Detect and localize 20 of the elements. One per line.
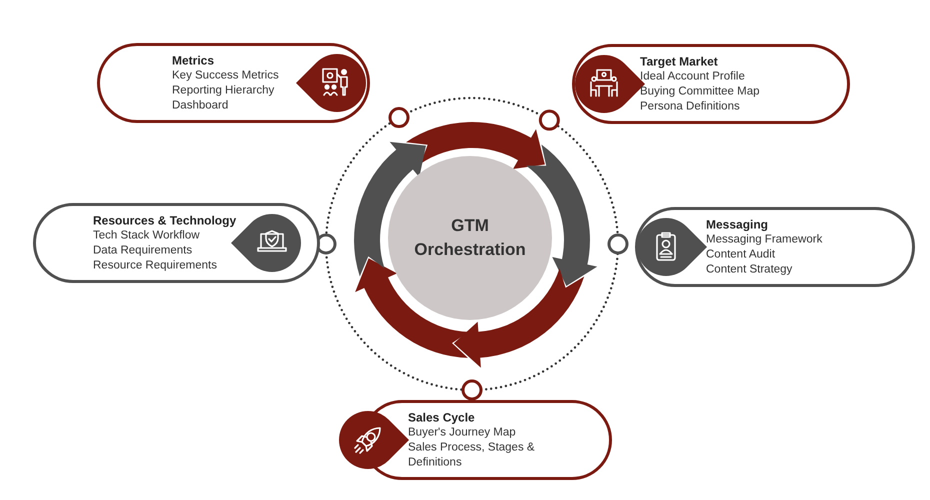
topic-heading: Target Market [640,54,719,70]
hub-title: GTM Orchestration [413,215,527,261]
topic-heading: Messaging [706,216,770,232]
topic-heading: Sales Cycle [408,410,476,426]
topic-item: Sales Process, Stages & Definitions [408,440,536,470]
topic-item: Dashboard [172,98,230,114]
topic-item: Resource Requirements [93,258,218,274]
topic-heading: Metrics [172,52,216,68]
topic-item: Data Requirements [93,244,194,258]
topic-item: Persona Definitions [640,100,741,114]
topic-item: Reporting Hierarchy [172,84,276,98]
topic-heading: Resources & Technology [93,212,238,228]
topic-item: Buying Committee Map [640,84,761,100]
topic-item: Ideal Account Profile [640,70,746,84]
topic-item: Key Success Metrics [172,68,280,84]
topic-item: Content Strategy [706,262,794,278]
topic-item: Buyer's Journey Map [408,426,517,440]
topic-item: Messaging Framework [706,232,824,248]
topic-item: Content Audit [706,248,776,262]
topic-item: Tech Stack Workflow [93,228,201,244]
